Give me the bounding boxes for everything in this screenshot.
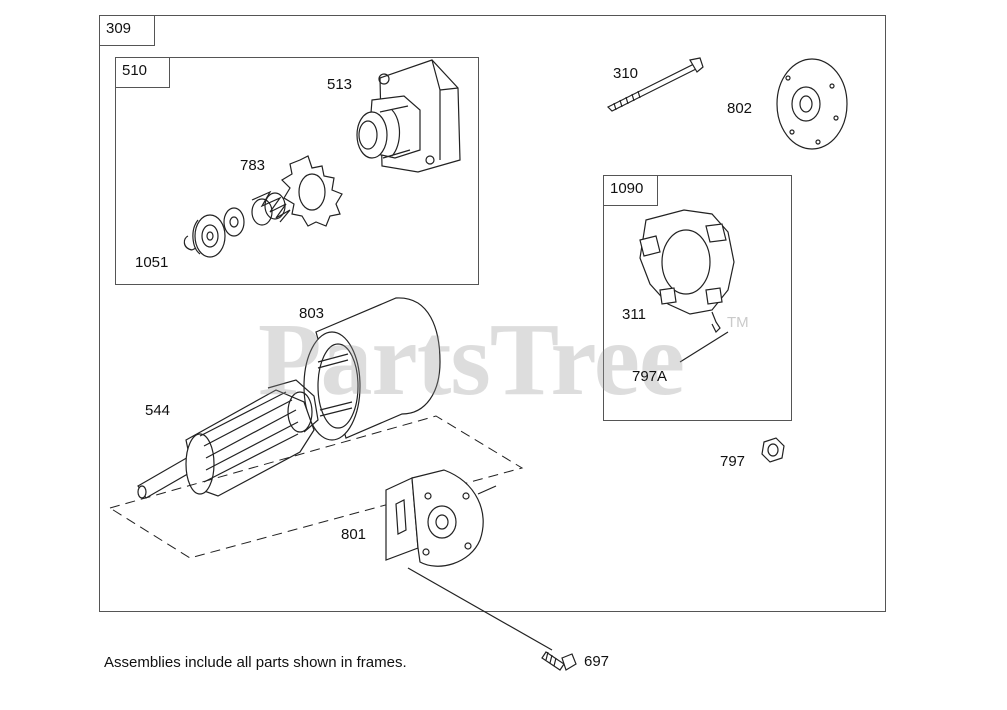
through-bolt-310: [606, 57, 704, 112]
drive-housing-513: [356, 59, 461, 173]
leader-801-697: [407, 567, 553, 651]
callout-783: 783: [240, 157, 266, 174]
footnote: Assemblies include all parts shown in fr…: [104, 654, 407, 671]
mount-bracket-801: [385, 469, 484, 567]
motor-housing-803: [303, 297, 441, 441]
alignment-outline: [108, 415, 524, 559]
callout-310: 310: [613, 65, 639, 82]
callout-311: 311: [622, 306, 646, 323]
screw-697: [541, 651, 577, 671]
armature-544: [137, 379, 319, 499]
frame-309-label: 309: [100, 16, 155, 46]
callout-1051: 1051: [135, 254, 169, 271]
callout-544: 544: [145, 402, 171, 419]
end-cap-802: [776, 58, 848, 150]
callout-802: 802: [727, 100, 753, 117]
callout-797: 797: [720, 453, 746, 470]
callout-801: 801: [341, 526, 367, 543]
collar: [192, 214, 226, 258]
hex-nut-797: [761, 437, 785, 463]
frame-1090-label: 1090: [604, 176, 658, 206]
leader-801-frame: [477, 485, 497, 495]
watermark-trademark: TM: [727, 314, 749, 331]
washer: [223, 207, 245, 237]
frame-510: 510: [115, 57, 479, 285]
callout-513: 513: [327, 76, 353, 93]
retaining-ring-1051: [183, 235, 197, 251]
frame-510-label: 510: [116, 58, 170, 88]
watermark: PartsTree: [258, 302, 685, 417]
frame-1090: 1090: [603, 175, 792, 421]
brush-holder: [639, 209, 735, 334]
frame-309: 309: [99, 15, 886, 612]
pinion-gear-783: [281, 155, 343, 227]
callout-697: 697: [584, 653, 610, 670]
spring: [251, 190, 291, 226]
callout-803: 803: [299, 305, 325, 322]
leader-797a: [679, 331, 729, 363]
callout-797a: 797A: [632, 368, 668, 385]
